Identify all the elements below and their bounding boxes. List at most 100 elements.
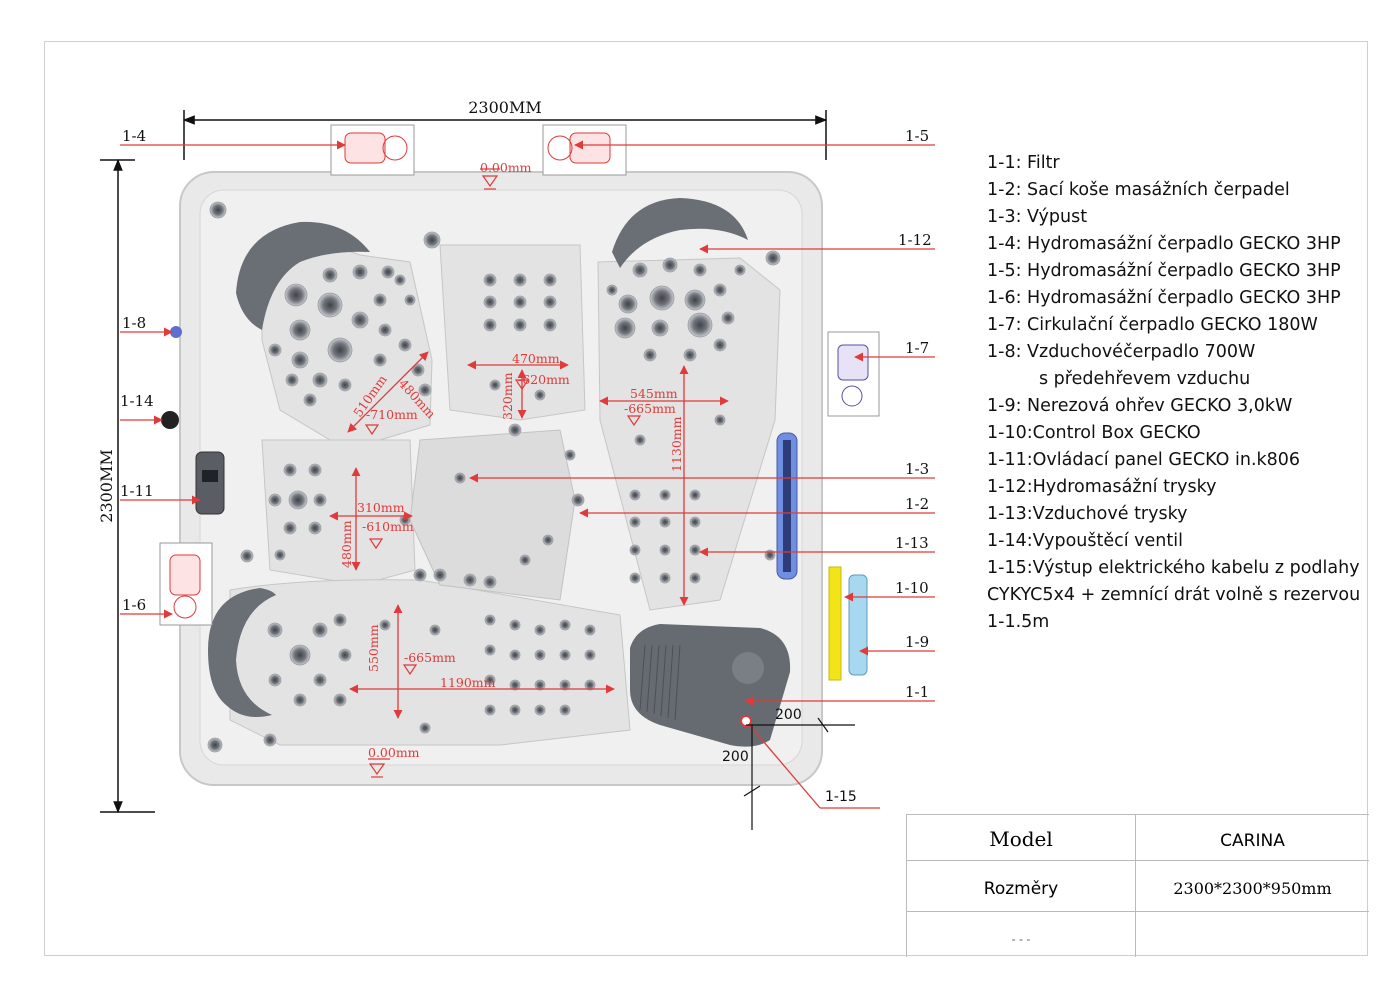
jet-nozzle	[559, 649, 571, 661]
callout-1-12: 1-12	[898, 231, 932, 249]
callout-1-6: 1-6	[122, 596, 146, 614]
jet-nozzle	[483, 295, 497, 309]
jet-nozzle	[379, 619, 391, 631]
jet-nozzle	[559, 619, 571, 631]
jet-nozzle	[352, 264, 368, 280]
callout-1-15: 1-15	[825, 789, 857, 805]
control-box-icon	[828, 566, 842, 681]
jet-nozzle	[684, 289, 706, 311]
headrest-pillow-bottom-left	[208, 588, 276, 718]
legend-item-1-14: 1-14:Vypouštěcí ventil	[987, 531, 1183, 551]
legend-item-1-1: 1-1: Filtr	[987, 153, 1060, 173]
jet-nozzle	[629, 516, 641, 528]
jet-nozzle	[338, 378, 352, 392]
jet-nozzle	[634, 434, 646, 446]
callout-1-11: 1-11	[120, 482, 154, 500]
jet-nozzle	[327, 337, 353, 363]
spec-row3-label: - - -	[1011, 932, 1031, 946]
jet-nozzle	[289, 319, 311, 341]
legend-item-1-7: 1-7: Cirkulační čerpadlo GECKO 180W	[987, 315, 1318, 335]
jet-nozzle	[338, 648, 352, 662]
dim-320: 320mm	[500, 372, 515, 420]
jet-nozzle	[404, 294, 416, 306]
jet-nozzle	[584, 624, 596, 636]
cable-outlet-point	[740, 715, 752, 727]
jet-nozzle	[629, 572, 641, 584]
jet-nozzle	[289, 644, 311, 666]
drain-valve-icon	[161, 411, 179, 429]
jet-nozzle	[509, 649, 521, 661]
jet-nozzle	[508, 423, 522, 437]
spec-row-model: Model CARINA	[907, 815, 1369, 861]
jet-nozzle	[322, 267, 338, 283]
filter-cap	[732, 652, 764, 684]
jet-nozzle	[564, 449, 576, 461]
jet-nozzle	[381, 265, 395, 279]
jet-nozzle	[373, 353, 387, 367]
jet-nozzle	[713, 338, 727, 352]
legend-item-cable-spec: CYKYC5x4 + zemnící drát volně s rezervou	[987, 585, 1361, 605]
cable-offset-horizontal: 200	[775, 707, 802, 723]
legend-item-1-3: 1-3: Výpust	[987, 207, 1088, 227]
jet-group	[207, 201, 781, 753]
legend-item-1-4: 1-4: Hydromasážní čerpadlo GECKO 3HP	[987, 234, 1341, 254]
jet-nozzle	[240, 549, 254, 563]
jet-nozzle	[513, 295, 527, 309]
jet-nozzle	[662, 257, 678, 273]
dim-550: 550mm	[366, 624, 381, 672]
legend-item-1-15: 1-15:Výstup elektrického kabelu z podlah…	[987, 558, 1360, 578]
height-label: 2300MM	[97, 449, 116, 522]
dim-310: 310mm	[357, 500, 405, 515]
jet-nozzle	[534, 704, 546, 716]
jet-nozzle	[659, 572, 671, 584]
legend-item-1-8-continued: s předehřevem vzduchu	[1039, 369, 1251, 389]
jet-nozzle	[734, 264, 746, 276]
jet-nozzle	[513, 318, 527, 332]
legend-item-1-8: 1-8: Vzduchovéčerpadlo 700W	[987, 342, 1256, 362]
jet-nozzle	[285, 373, 299, 387]
jet-nozzle	[713, 283, 727, 297]
jet-nozzle	[659, 516, 671, 528]
headrest-pillow-top-right	[612, 198, 748, 268]
callout-1-1: 1-1	[905, 683, 929, 701]
jet-nozzle	[513, 273, 527, 287]
jet-nozzle	[618, 294, 638, 314]
model-label: Model	[989, 827, 1053, 851]
jet-nozzle	[534, 649, 546, 661]
jet-nozzle	[614, 317, 636, 339]
jet-nozzle	[394, 274, 406, 286]
control-panel-icon	[195, 451, 225, 515]
callout-1-5: 1-5	[905, 127, 929, 145]
headrest-pillow-top-left	[236, 221, 370, 330]
callout-1-9: 1-9	[905, 633, 929, 651]
callout-1-3: 1-3	[905, 460, 929, 478]
jet-nozzle	[308, 463, 322, 477]
jet-nozzle	[509, 704, 521, 716]
jet-nozzle	[267, 622, 283, 638]
dim-665-bottom: -665mm	[404, 650, 456, 665]
jet-nozzle	[398, 338, 412, 352]
callout-1-4: 1-4	[122, 127, 146, 145]
jet-nozzle	[429, 624, 441, 636]
jet-nozzle	[274, 549, 286, 561]
dim-545: 545mm	[630, 386, 678, 401]
jet-nozzle	[288, 490, 308, 510]
jet-nozzle	[693, 263, 707, 277]
legend-item-cable-length: 1-1.5m	[987, 612, 1050, 632]
pump-1-5-box	[542, 124, 627, 176]
jet-nozzle	[419, 722, 431, 734]
jet-nozzle	[689, 489, 701, 501]
jet-nozzle	[317, 292, 343, 318]
dim-470: 470mm	[512, 351, 560, 366]
jet-nozzle	[333, 613, 347, 627]
legend-item-1-6: 1-6: Hydromasážní čerpadlo GECKO 3HP	[987, 288, 1341, 308]
width-label: 2300MM	[468, 98, 541, 117]
jet-nozzle	[293, 693, 307, 707]
heater-icon	[848, 574, 868, 676]
jet-nozzle	[571, 493, 585, 507]
jet-nozzle	[483, 273, 497, 287]
jet-nozzle	[629, 544, 641, 556]
callout-1-14: 1-14	[120, 392, 154, 410]
lounger-bottom	[229, 579, 631, 746]
